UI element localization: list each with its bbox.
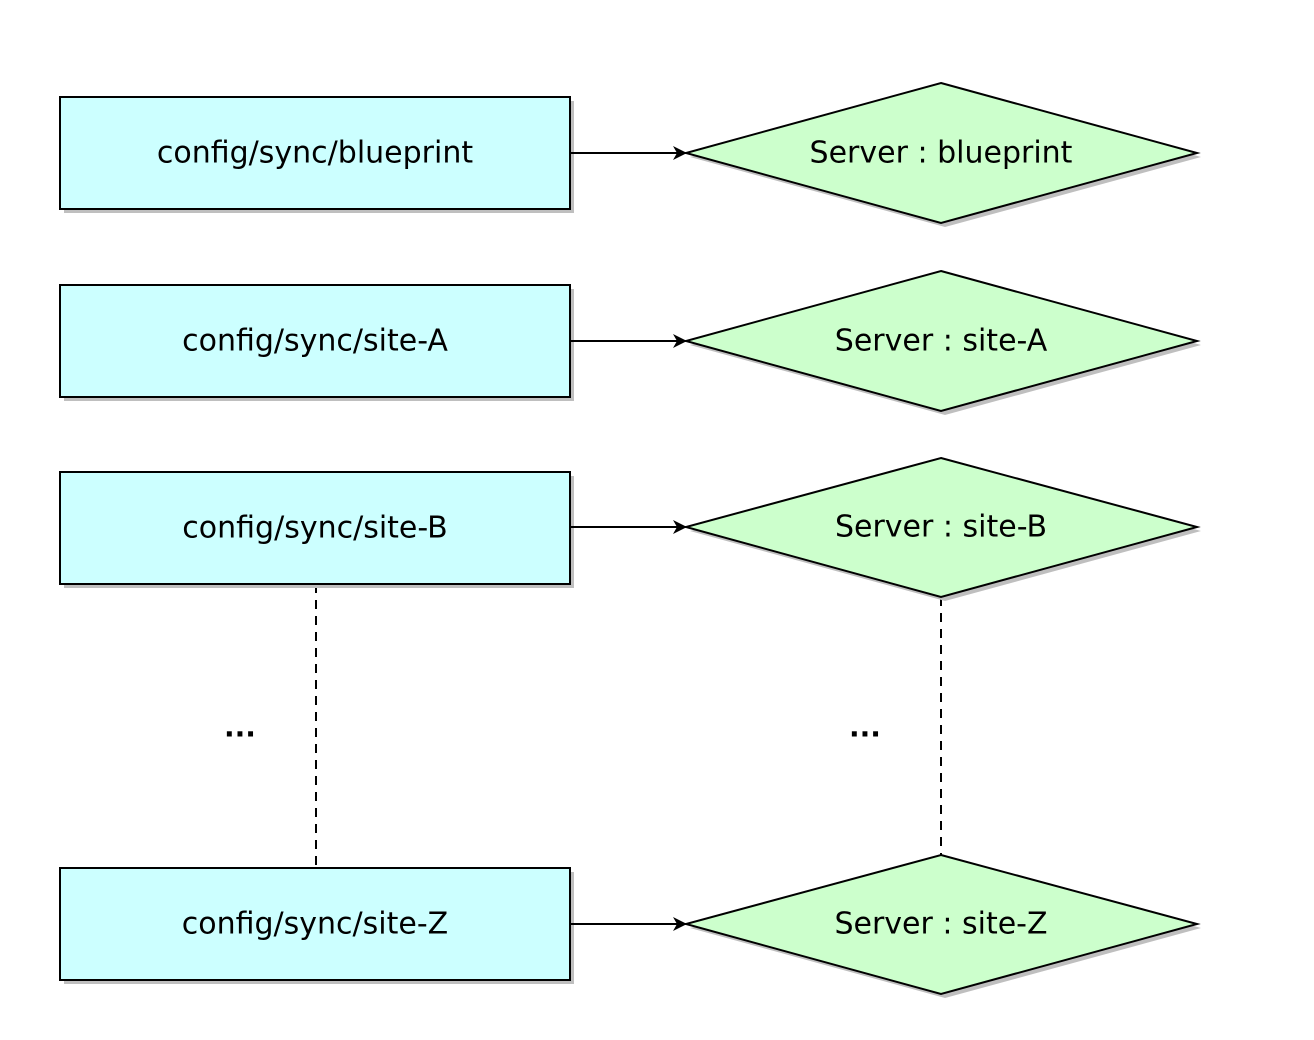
source-label-site-b: config/sync/site-B [182,511,447,546]
row-site-b: config/sync/site-B Server : site-B [59,456,1201,601]
source-box-site-z[interactable] [59,867,571,981]
target-label-blueprint: Server : blueprint [810,136,1073,171]
source-box-blueprint[interactable] [59,96,571,210]
target-diamond-site-a[interactable] [682,269,1201,413]
target-diamond-site-b[interactable] [682,456,1201,599]
ellipsis-right: ... [849,711,881,744]
target-label-site-b: Server : site-B [835,510,1047,545]
source-box-site-a[interactable] [59,284,571,398]
target-label-site-a: Server : site-A [835,324,1048,359]
row-blueprint: config/sync/blueprint Server : blueprint [59,81,1201,227]
row-site-a: config/sync/site-A Server : site-A [59,269,1201,415]
target-label-site-z: Server : site-Z [834,907,1047,942]
source-label-blueprint: config/sync/blueprint [157,136,473,171]
source-box-site-b[interactable] [59,471,571,585]
row-site-z: config/sync/site-Z Server : site-Z [59,853,1201,998]
target-diamond-site-z[interactable] [682,853,1201,996]
source-label-site-a: config/sync/site-A [182,324,448,359]
source-label-site-z: config/sync/site-Z [182,907,448,942]
target-diamond-blueprint[interactable] [682,81,1201,225]
ellipsis-left: ... [224,711,256,744]
